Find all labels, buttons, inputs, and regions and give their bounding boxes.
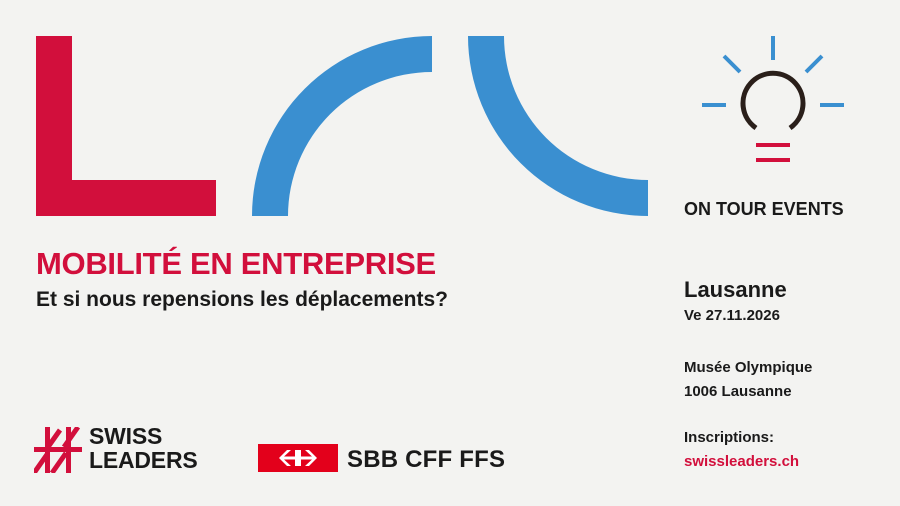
swissleaders-logo-text: SWISS LEADERS — [89, 424, 198, 472]
event-city: Lausanne — [684, 277, 787, 302]
swissleaders-line2: LEADERS — [89, 447, 198, 473]
red-l-shape — [36, 36, 216, 216]
sbb-arrows-icon — [279, 450, 317, 466]
event-venue: Musée Olympique 1006 Lausanne — [684, 356, 812, 404]
blue-arc-right — [468, 36, 648, 216]
registration-label: Inscriptions: — [684, 429, 775, 446]
swissleaders-logo-icon — [34, 427, 82, 473]
blue-arc-left — [252, 36, 432, 216]
venue-address: 1006 Lausanne — [684, 383, 792, 400]
event-date: Ve 27.11.2026 — [684, 307, 780, 324]
swissleaders-line1: SWISS — [89, 423, 163, 449]
venue-name: Musée Olympique — [684, 359, 813, 376]
event-title: MOBILITÉ EN ENTREPRISE — [36, 246, 436, 281]
sbb-logo-mark — [258, 444, 338, 472]
registration-link[interactable]: swissleaders.ch — [684, 453, 800, 470]
event-series: ON TOUR EVENTS — [684, 199, 844, 219]
sbb-logo-text: SBB CFF FFS — [347, 446, 506, 473]
lightbulb-icon — [702, 36, 844, 162]
event-subtitle: Et si nous repensions les déplacements? — [36, 288, 448, 311]
